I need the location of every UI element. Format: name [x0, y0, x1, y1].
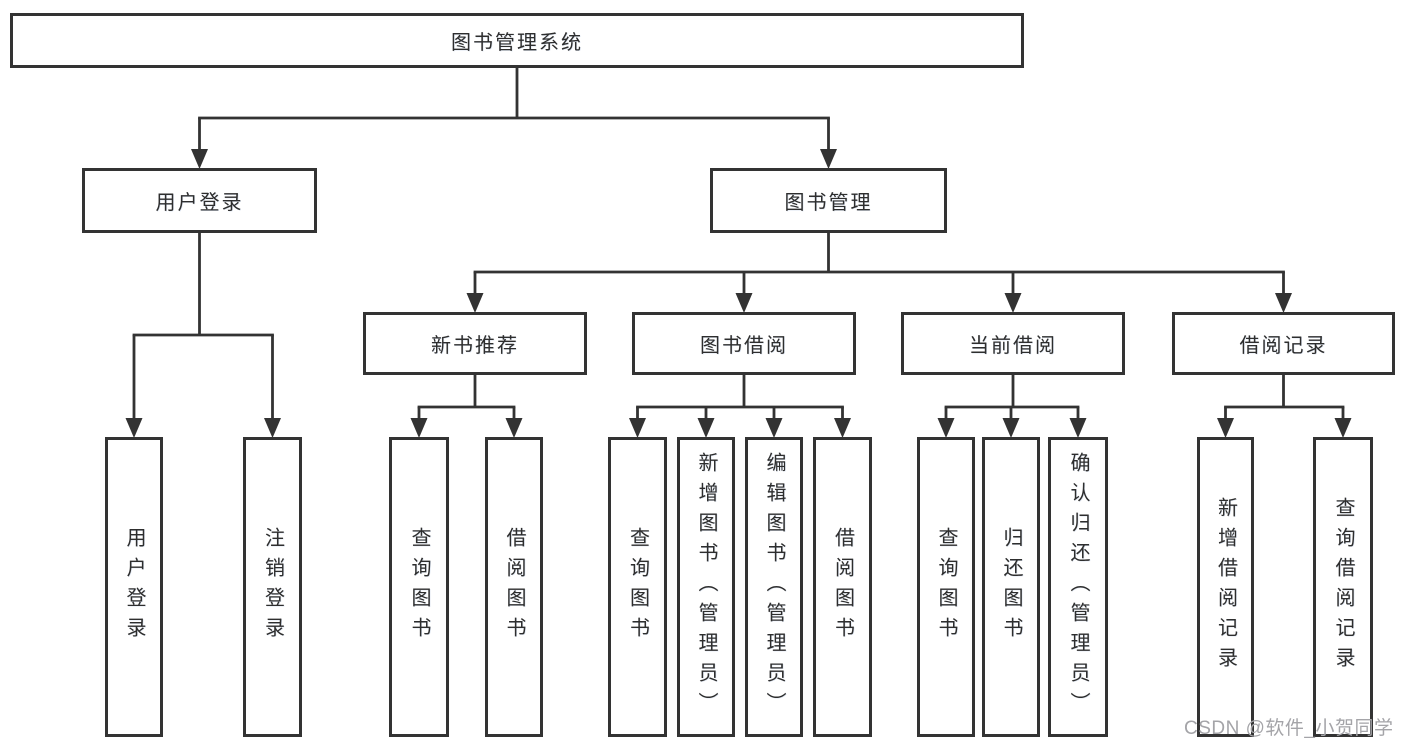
node-leaf-borrow-add: 新增图书（管理员） [677, 437, 735, 737]
arrowhead-icon [466, 293, 484, 313]
arrowhead-icon [834, 418, 851, 438]
node-label-login: 用户登录 [155, 192, 244, 214]
node-records: 借阅记录 [1172, 312, 1395, 375]
node-rec: 新书推荐 [363, 312, 587, 375]
node-label-mgmt: 图书管理 [784, 192, 873, 214]
node-leaf-rec-borrow: 借阅图书 [485, 437, 543, 737]
arrowhead-icon [1217, 418, 1234, 438]
arrowhead-icon [629, 418, 646, 438]
arrowhead-icon [820, 149, 837, 169]
arrowhead-icon [1002, 418, 1020, 438]
node-label-leaf-borrow-query: 查询图书 [626, 527, 649, 647]
node-leaf-current-query: 查询图书 [917, 437, 975, 737]
node-leaf-current-confirm: 确认归还（管理员） [1048, 437, 1108, 737]
node-label-leaf-logout: 注销登录 [261, 527, 284, 647]
node-current: 当前借阅 [901, 312, 1125, 375]
arrowhead-icon [937, 418, 955, 438]
arrowhead-icon [505, 418, 523, 438]
node-mgmt: 图书管理 [710, 168, 947, 233]
node-label-root: 图书管理系统 [451, 32, 583, 54]
node-label-records: 借阅记录 [1239, 335, 1328, 357]
node-label-leaf-records-query: 查询借阅记录 [1332, 497, 1354, 677]
arrowhead-icon [125, 418, 143, 438]
arrowhead-icon [765, 418, 783, 438]
node-label-leaf-current-return: 归还图书 [1000, 527, 1022, 647]
node-label-leaf-current-confirm: 确认归还（管理员） [1067, 452, 1089, 722]
node-label-current: 当前借阅 [969, 335, 1057, 357]
node-label-leaf-rec-borrow: 借阅图书 [503, 527, 525, 647]
node-leaf-borrow-edit: 编辑图书（管理员） [745, 437, 803, 737]
node-leaf-borrow-borrow: 借阅图书 [813, 437, 872, 737]
node-borrow: 图书借阅 [632, 312, 856, 375]
node-leaf-user-login: 用户登录 [105, 437, 163, 737]
arrowhead-icon [264, 418, 281, 438]
node-login: 用户登录 [82, 168, 317, 233]
arrowhead-icon [735, 293, 753, 313]
arrowhead-icon [1334, 418, 1352, 438]
node-label-leaf-borrow-borrow: 借阅图书 [831, 527, 854, 647]
node-label-leaf-user-login: 用户登录 [123, 527, 145, 647]
node-leaf-rec-query: 查询图书 [389, 437, 449, 737]
node-label-rec: 新书推荐 [431, 335, 519, 357]
watermark: CSDN @软件_小贺同学 [1184, 718, 1394, 739]
arrowhead-icon [191, 149, 208, 169]
node-label-leaf-borrow-add: 新增图书（管理员） [695, 452, 717, 722]
node-leaf-logout: 注销登录 [243, 437, 302, 737]
arrowhead-icon [697, 418, 715, 438]
node-label-borrow: 图书借阅 [700, 335, 788, 357]
node-label-leaf-borrow-edit: 编辑图书（管理员） [763, 452, 785, 722]
arrowhead-icon [410, 418, 428, 438]
arrowhead-icon [1275, 293, 1292, 313]
node-leaf-records-query: 查询借阅记录 [1313, 437, 1373, 737]
node-leaf-borrow-query: 查询图书 [608, 437, 667, 737]
node-root: 图书管理系统 [10, 13, 1024, 68]
node-leaf-current-return: 归还图书 [982, 437, 1040, 737]
node-leaf-records-add: 新增借阅记录 [1197, 437, 1254, 737]
arrowhead-icon [1069, 418, 1087, 438]
arrowhead-icon [1004, 293, 1022, 313]
node-label-leaf-records-add: 新增借阅记录 [1214, 497, 1237, 677]
node-label-leaf-current-query: 查询图书 [935, 527, 957, 647]
node-label-leaf-rec-query: 查询图书 [408, 527, 430, 647]
